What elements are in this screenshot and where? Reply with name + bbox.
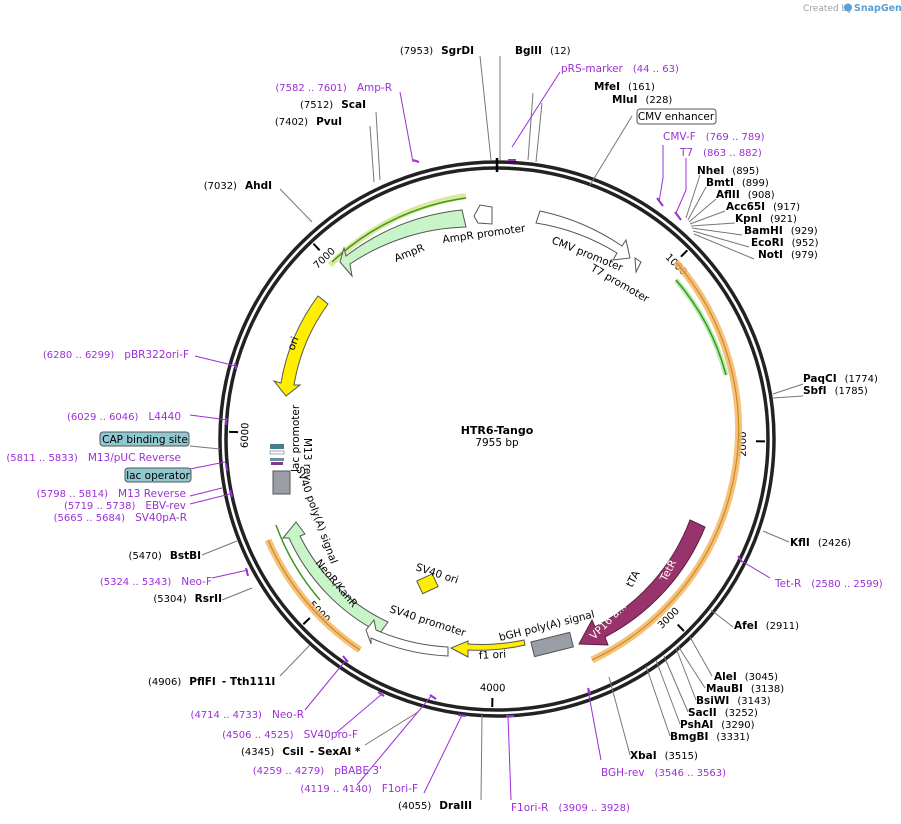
primer-label: (6029 .. 6046)L4440 xyxy=(67,411,181,423)
ampr-promoter-arrow xyxy=(473,204,493,225)
enzyme-label: BmtI(899) xyxy=(706,177,769,189)
enzyme-label: Acc65I(917) xyxy=(726,201,800,213)
tick-label: 2000 xyxy=(738,431,749,457)
primer-label: T7(863 .. 882) xyxy=(679,147,762,159)
f1-ori-arrow xyxy=(449,639,526,658)
ampr-label: AmpR xyxy=(393,242,427,265)
cmv-promoter-arrow xyxy=(535,210,631,261)
primer-label: CMV-F(769 .. 789) xyxy=(663,131,765,143)
cap-binding-site-label: CAP binding site xyxy=(102,434,188,446)
enzyme-label: NheI(895) xyxy=(697,165,759,177)
enzyme-labels-left: (7953)SgrDI (7512)ScaI (7402)PvuI (7032)Ahd… xyxy=(129,45,474,812)
primer-label: (5798 .. 5814)M13 Reverse xyxy=(37,488,186,500)
tta-label: tTA xyxy=(624,568,643,589)
enzyme-label: SbfI(1785) xyxy=(803,385,868,397)
enzyme-labels-right: BglII(12) MfeI(161)MluI(228) NheI(895)BmtI… xyxy=(515,45,878,762)
features xyxy=(269,204,706,658)
enzyme-label: (7512)ScaI xyxy=(300,99,366,111)
enzyme-label: MfeI(161) xyxy=(594,81,655,93)
f1-ori-label: f1 ori xyxy=(479,649,507,662)
primer-label: (6280 .. 6299)pBR322ori-F xyxy=(43,349,189,361)
enzyme-label: BglII(12) xyxy=(515,45,571,57)
primer-label: (4506 .. 4525)SV40pro-F xyxy=(222,729,358,741)
sv40-ori-box xyxy=(416,573,439,595)
grey-feature-left xyxy=(272,470,291,495)
primer-label: (5811 .. 5833)M13/pUC Reverse xyxy=(6,452,181,464)
primer-label: (4259 .. 4279)pBABE 3' xyxy=(253,765,382,777)
enzyme-label: AleI(3045) xyxy=(714,671,778,683)
tick-mark xyxy=(312,243,321,251)
plasmid-length: 7955 bp xyxy=(475,437,519,449)
primer-label: (5665 .. 5684)SV40pA-R xyxy=(54,512,187,524)
enzyme-label: BmgBI(3331) xyxy=(670,731,750,743)
primer-label: Tet-R(2580 .. 2599) xyxy=(774,578,883,590)
tick-mark xyxy=(676,623,685,632)
m13-rev-mark xyxy=(270,458,284,461)
lac-promoter-label: lac promoter xyxy=(290,404,302,472)
enzyme-label: MluI(228) xyxy=(612,94,672,106)
enzyme-label: BamHI(929) xyxy=(744,225,818,237)
primer-label: (7582 .. 7601)Amp-R xyxy=(275,82,392,94)
primer-leaders xyxy=(189,71,771,801)
enzyme-pair-label: (4906)PflFI- Tth111I xyxy=(148,676,275,688)
tick-mark xyxy=(302,617,311,625)
lac-operator-label: lac operator xyxy=(126,470,190,482)
credit-brand: SnapGene xyxy=(854,3,901,14)
enzyme-label: AfeI(2911) xyxy=(734,620,799,632)
tta-arrow xyxy=(578,519,706,646)
tick-mark xyxy=(680,249,689,258)
m13-rev-label: M13 rev xyxy=(301,438,313,481)
primer-labels-left: (7582 .. 7601)Amp-R (6280 .. 6299)pBR322o… xyxy=(6,82,418,795)
enzyme-label: AflII(908) xyxy=(716,189,775,201)
boxed-features: CMV enhancer CAP binding site lac operat… xyxy=(99,108,717,483)
enzyme-label: BsiWI(3143) xyxy=(696,695,771,707)
primer-label: (4119 .. 4140)F1ori-F xyxy=(300,783,418,795)
tick-label: 4000 xyxy=(480,683,506,694)
enzyme-pair-label: (4345)CsiI- SexAI * xyxy=(241,746,361,758)
enzyme-label: PaqCI(1774) xyxy=(803,373,878,385)
ori-label: ori xyxy=(286,335,302,352)
enzyme-label: KflI(2426) xyxy=(790,537,851,549)
lac-promoter-mark xyxy=(270,444,284,449)
enzyme-label: (4055)DraIII xyxy=(398,800,472,812)
enzyme-label: MauBI(3138) xyxy=(706,683,784,695)
enzyme-pair-labels: (4906)PflFI- Tth111I (4345)CsiI- SexAI * xyxy=(148,676,361,758)
enzyme-label: (7953)SgrDI xyxy=(400,45,474,57)
enzyme-label: SacII(3252) xyxy=(688,707,758,719)
bgh-box xyxy=(530,631,574,658)
cmv-enhancer-label: CMV enhancer xyxy=(638,111,715,123)
ori-arrow xyxy=(272,295,329,397)
enzyme-label: PshAI(3290) xyxy=(680,719,755,731)
neor-arrow xyxy=(281,521,389,634)
snapgene-logo-icon xyxy=(844,3,852,12)
leader-lines xyxy=(189,55,804,801)
enzyme-label: (7032)AhdI xyxy=(204,180,272,192)
primer-label: F1ori-R(3909 .. 3928) xyxy=(511,802,630,814)
primer-label: pRS-marker(44 .. 63) xyxy=(561,63,679,75)
enzyme-label: KpnI(921) xyxy=(735,213,797,225)
enzyme-label: (7402)PvuI xyxy=(275,116,342,128)
plasmid-name: HTR6-Tango xyxy=(461,424,534,437)
sv40-promoter-arrow xyxy=(365,618,449,657)
sv40-promoter-label: SV40 promoter xyxy=(388,603,468,639)
primer-marks xyxy=(225,159,743,717)
enzyme-label: NotI(979) xyxy=(758,249,818,261)
enzyme-label: EcoRI(952) xyxy=(751,237,819,249)
primer-label: BGH-rev(3546 .. 3563) xyxy=(601,767,726,779)
enzyme-label: XbaI(3515) xyxy=(630,750,698,762)
primer-label: (5719 .. 5738)EBV-rev xyxy=(64,500,186,512)
primer-label: (4714 .. 4733)Neo-R xyxy=(191,709,304,721)
enzyme-label: (5470)BstBI xyxy=(129,550,201,562)
enzyme-label: (5304)RsrII xyxy=(153,593,222,605)
primer-label: (5324 .. 5343)Neo-F xyxy=(100,576,212,588)
ampr-arrow xyxy=(339,209,467,278)
primer-labels-right: pRS-marker(44 .. 63) CMV-F(769 .. 789) T7(… xyxy=(511,63,883,814)
t7-promoter-arrow xyxy=(634,257,642,274)
credit-prefix: Created by xyxy=(803,4,853,14)
tick-label: 6000 xyxy=(240,422,252,448)
